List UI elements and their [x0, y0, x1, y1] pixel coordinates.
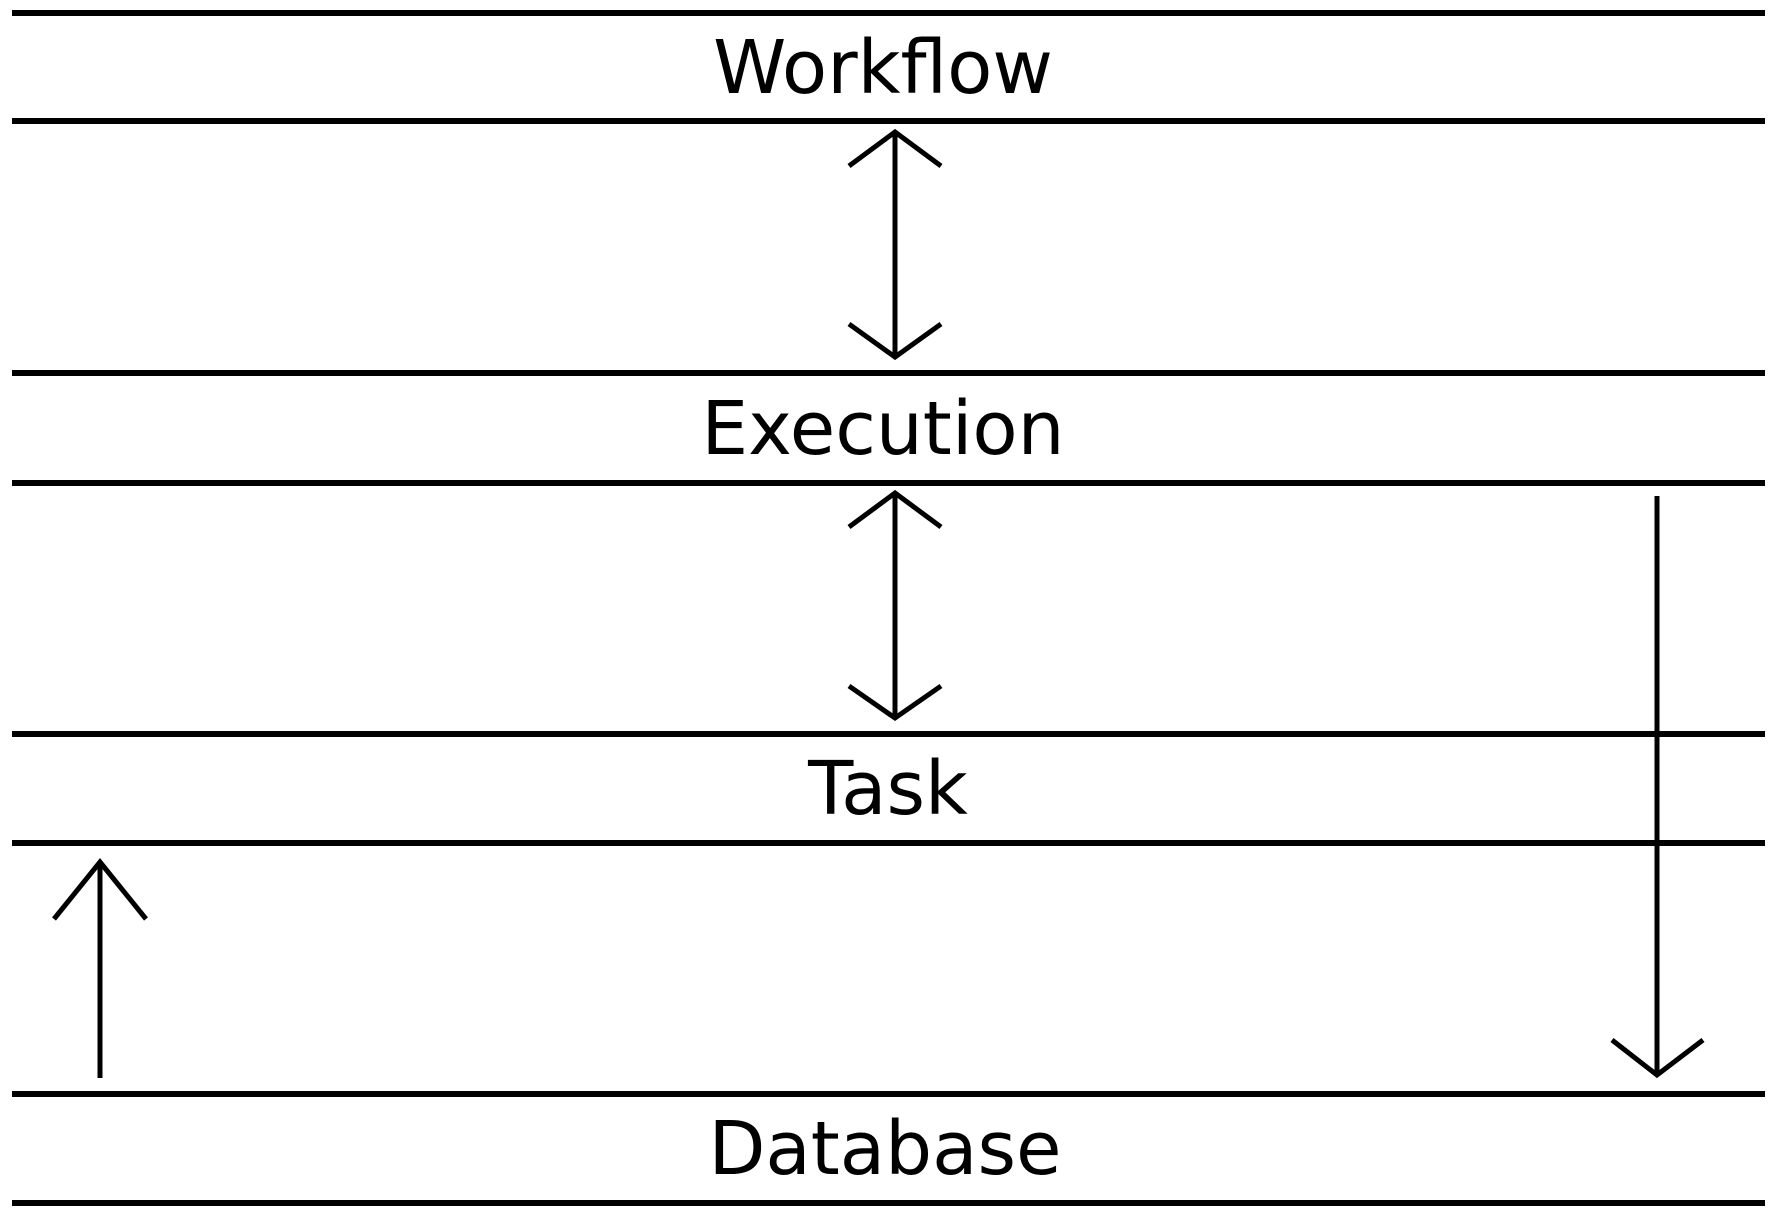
arrow-down-head: [847, 683, 943, 722]
arrow-up-head: [847, 489, 943, 530]
arrow-up-head: [52, 858, 148, 921]
layer-execution: Execution: [12, 370, 1765, 486]
arrow-down-head: [847, 321, 943, 361]
database-to-task-up-arrow: [52, 858, 148, 1078]
execution-task-bidirectional-arrow: [847, 489, 943, 722]
layer-workflow: Workflow: [12, 10, 1765, 124]
task-label: Task: [807, 746, 968, 832]
workflow-execution-bidirectional-arrow: [847, 128, 943, 361]
arrow-up-head: [847, 128, 943, 169]
workflow-label: Workflow: [713, 25, 1053, 111]
layer-database: Database: [12, 1091, 1765, 1206]
database-label: Database: [708, 1106, 1061, 1192]
arrow-down-head: [1610, 1038, 1705, 1079]
execution-to-database-down-arrow: [1610, 496, 1705, 1079]
execution-label: Execution: [701, 386, 1064, 472]
layer-task: Task: [12, 731, 1765, 846]
